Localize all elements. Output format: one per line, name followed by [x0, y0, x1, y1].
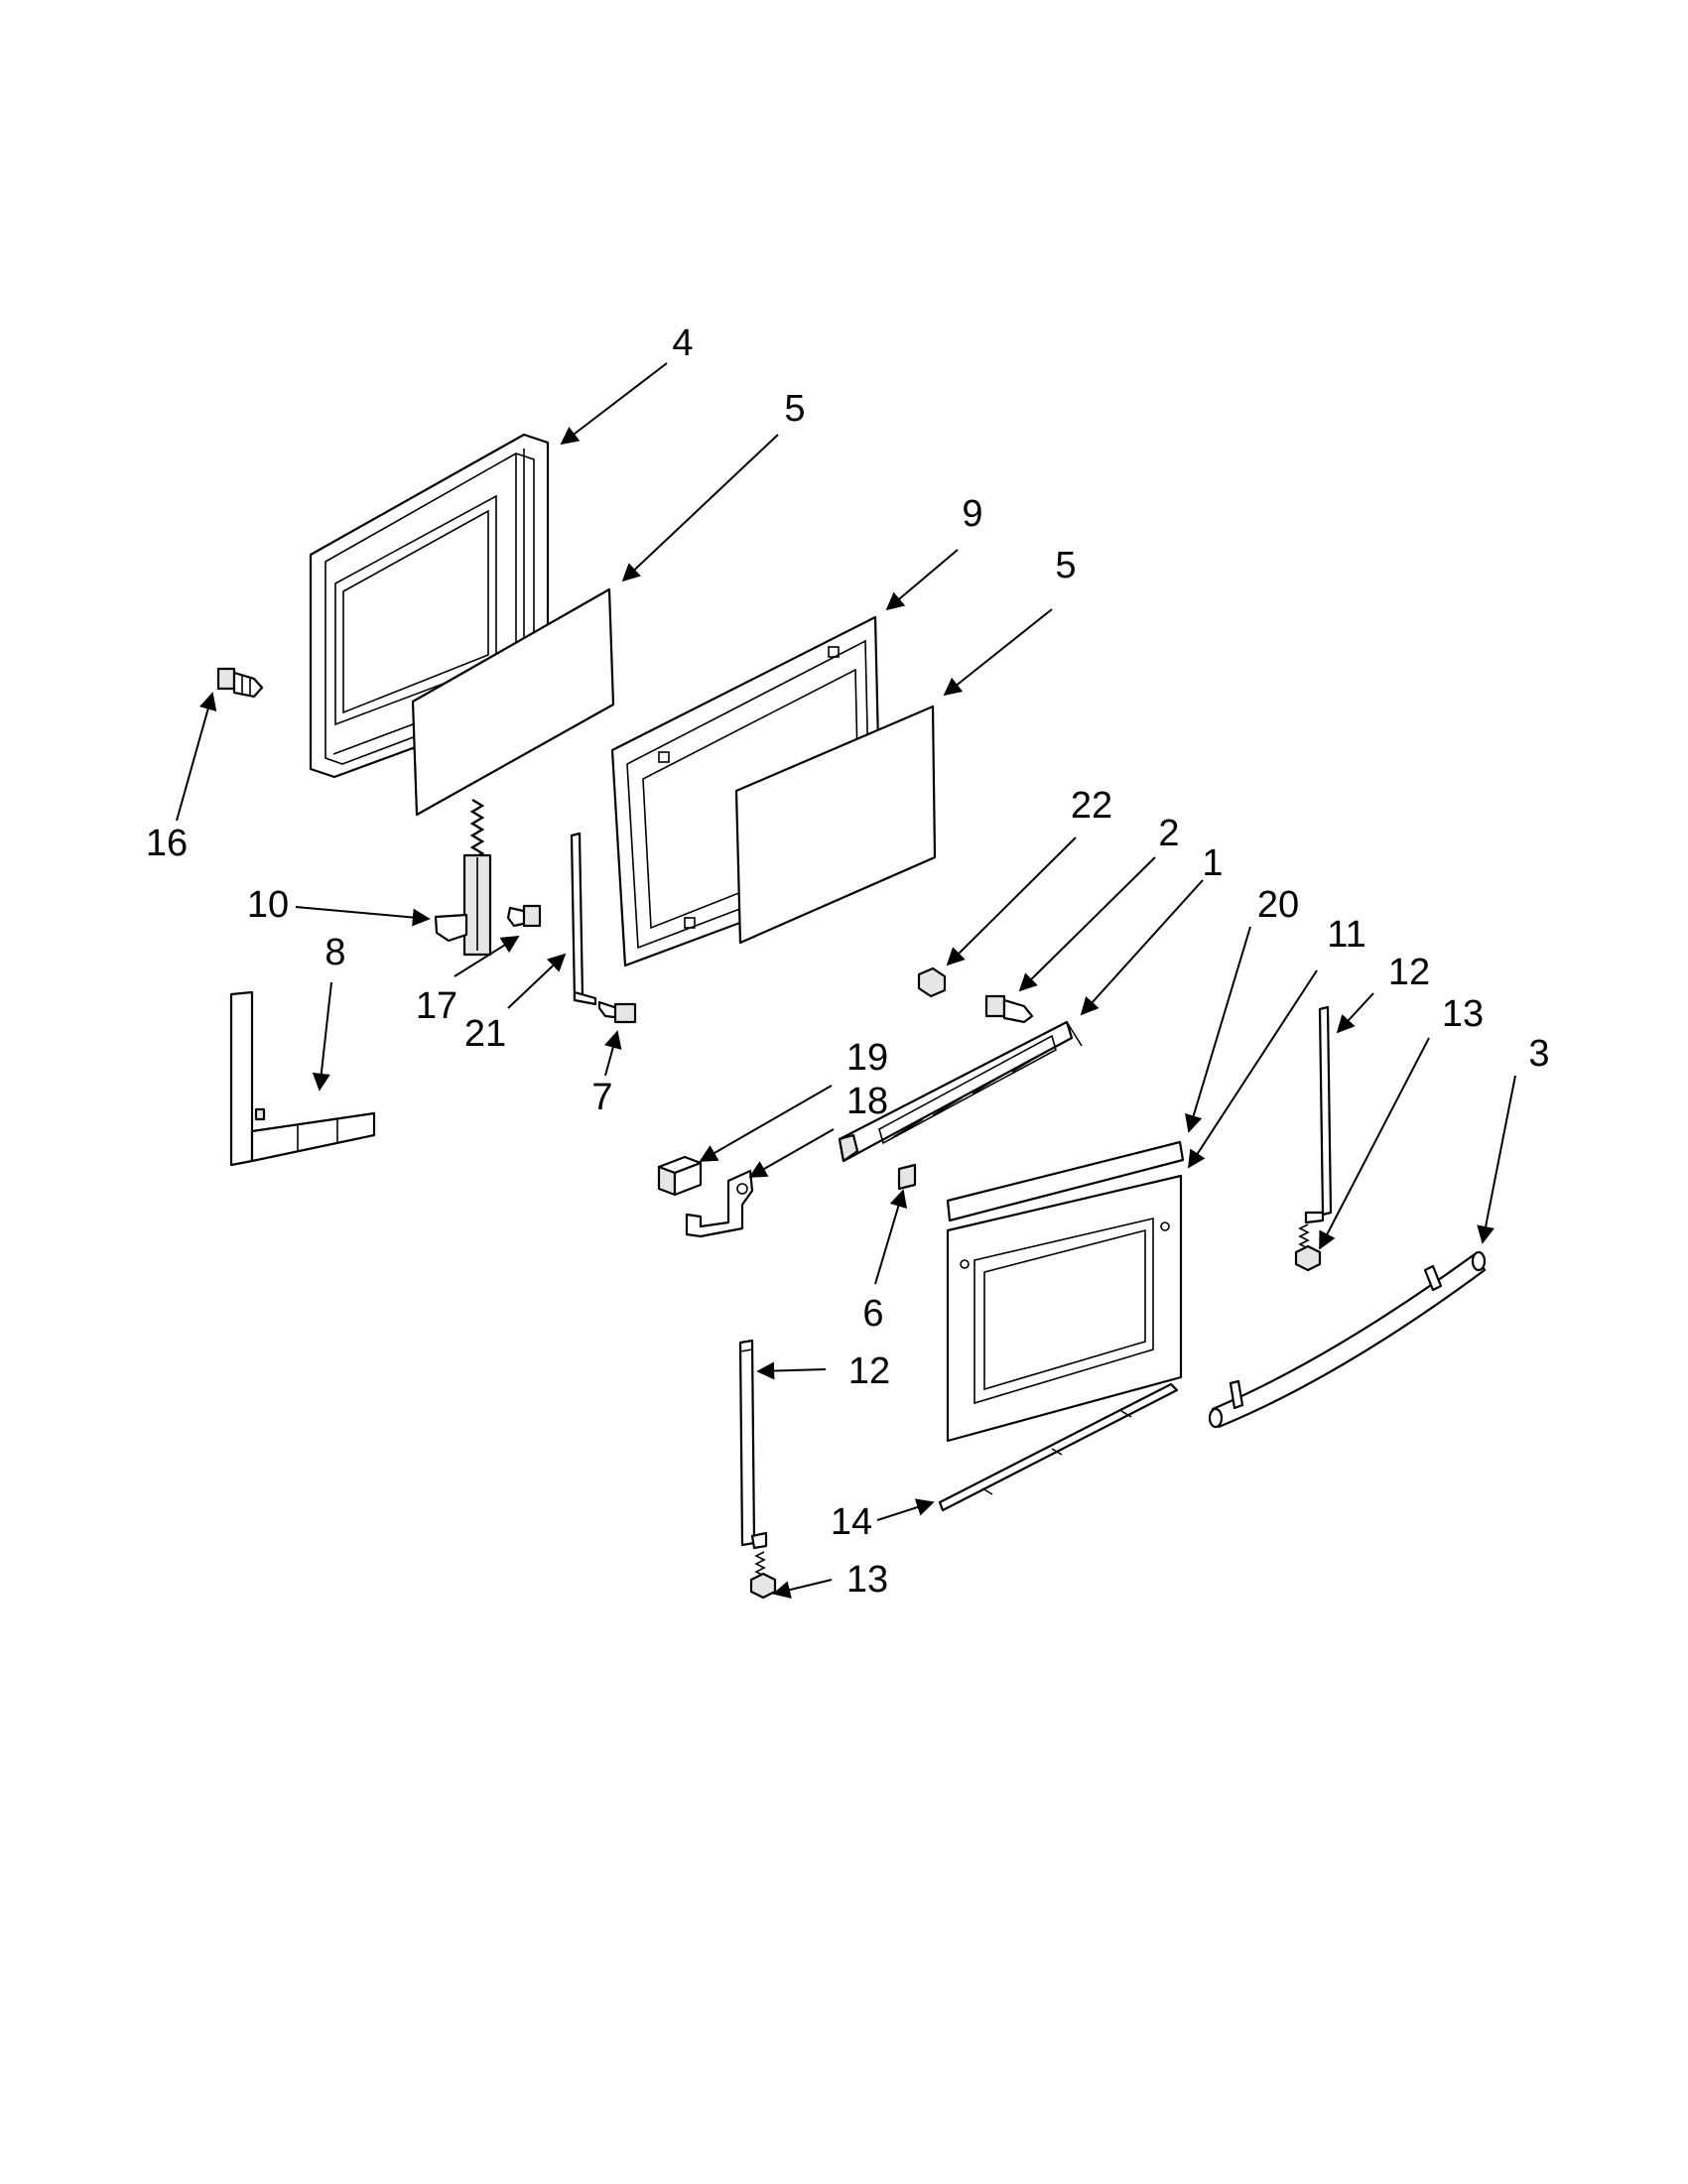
- callout-14: 14: [831, 1501, 872, 1543]
- outer-door-panel: [946, 1140, 1185, 1443]
- door-hinge: [434, 798, 542, 957]
- callout-6: 6: [862, 1293, 883, 1335]
- vent-bracket: [838, 1020, 1083, 1163]
- bottom-trim-strip: [938, 1382, 1179, 1512]
- callout-17: 17: [416, 985, 457, 1027]
- screw-16: [216, 667, 264, 699]
- callout-20: 20: [1257, 884, 1299, 926]
- door-glass-outer: [734, 705, 937, 945]
- callout-8: 8: [325, 932, 345, 973]
- callout-labels: 4 5 9 5 16 10 8 17 21 7 22 2 1 20 11 12 …: [146, 322, 1550, 1601]
- side-bracket-21: [570, 832, 597, 1006]
- callout-7: 7: [591, 1077, 612, 1118]
- callout-4: 4: [672, 322, 693, 364]
- side-trim-left: [738, 1339, 768, 1550]
- screw-13-left: [749, 1551, 777, 1600]
- callout-2: 2: [1158, 813, 1179, 854]
- door-glass-inner: [411, 587, 615, 817]
- cap-19: [657, 1155, 703, 1197]
- screw-2: [984, 994, 1034, 1024]
- callout-9: 9: [962, 493, 982, 535]
- callout-1: 1: [1202, 842, 1223, 884]
- nut-22: [917, 966, 947, 998]
- callout-13-left: 13: [846, 1559, 888, 1601]
- callout-5-outer: 5: [1055, 545, 1076, 586]
- leader-arrows: [176, 362, 1516, 1599]
- callout-12-left: 12: [848, 1350, 890, 1392]
- callout-18: 18: [846, 1081, 888, 1122]
- callout-10: 10: [247, 884, 289, 926]
- bracket-18: [685, 1169, 754, 1238]
- door-handle: [1208, 1250, 1487, 1429]
- callout-11: 11: [1327, 914, 1365, 956]
- callout-13-right: 13: [1442, 993, 1484, 1035]
- callout-16: 16: [146, 823, 188, 864]
- screw-13-right: [1294, 1223, 1322, 1272]
- callout-3: 3: [1528, 1033, 1549, 1075]
- callout-12-right: 12: [1388, 952, 1430, 993]
- callout-21: 21: [464, 1013, 506, 1055]
- clip-6: [897, 1163, 917, 1191]
- callout-22: 22: [1071, 785, 1112, 827]
- callout-5-inner: 5: [784, 388, 805, 430]
- side-trim-right: [1304, 1005, 1333, 1224]
- screw-7: [597, 1000, 637, 1024]
- door-trim-8: [229, 990, 376, 1167]
- callout-19: 19: [846, 1037, 888, 1079]
